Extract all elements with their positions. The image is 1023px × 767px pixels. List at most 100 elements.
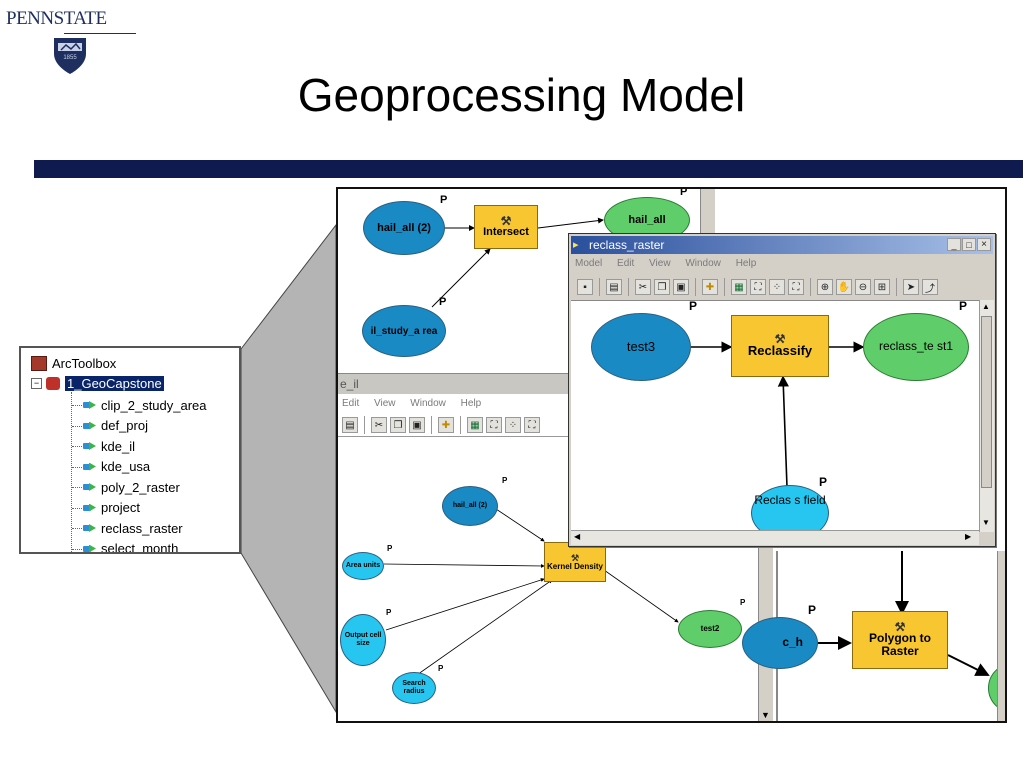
minimize-button[interactable]: _ [947,238,961,251]
node-reclass-test1[interactable]: reclass_te st1 [863,313,969,381]
reclass-titlebar[interactable]: ▸ reclass_raster _ □ × [571,236,993,254]
param-marker: P [386,608,392,617]
tool-label: clip_2_study_area [101,397,207,413]
tree-guide [72,446,82,447]
tool-icon [83,503,97,513]
node-reclassify[interactable]: ⚒ Reclassify [731,315,829,377]
menu-help[interactable]: Help [460,398,482,409]
tool-label: reclass_raster [101,520,183,536]
node-intersect[interactable]: ⚒ Intersect [474,205,538,249]
kde-toolbar-divider [338,436,772,437]
scroll-left-arrow[interactable]: ◀ [574,532,581,541]
paste-icon[interactable]: ▣ [409,417,425,433]
menu-window[interactable]: Window [685,258,721,269]
cut-icon[interactable]: ✂ [371,417,387,433]
cut-icon[interactable]: ✂ [635,279,651,295]
overview-icon[interactable]: ⊞ [874,279,890,295]
arrow-icon[interactable]: ➤ [903,279,919,295]
poly-window: c_h P ⚒ Polygon to Raster [742,551,1005,721]
param-marker: P [819,475,828,489]
tool-item[interactable]: reclass_raster [83,519,183,537]
tool-item[interactable]: select_month [83,540,179,554]
page-title: Geoprocessing Model [297,69,746,121]
menu-edit[interactable]: Edit [342,398,360,409]
poly-scrollbar-vertical[interactable] [997,551,1005,721]
tree-guide [72,487,82,488]
add-data-icon[interactable]: ✚ [438,417,454,433]
reclass-scrollbar-horizontal[interactable]: ◀ ▶ [571,530,979,545]
node-polygon-to-raster[interactable]: ⚒ Polygon to Raster [852,611,948,669]
tool-icon [83,441,97,451]
full-extent-icon[interactable]: ⛶ [486,417,502,433]
node-test3[interactable]: test3 [591,313,691,381]
expand-icon[interactable]: ⁘ [505,417,521,433]
full-extent-icon[interactable]: ⛶ [750,279,766,295]
reclass-toolbar: ▪ ▤ ✂ ❐ ▣ ✚ ▦ ⛶ ⁘ ⛶ ⊕ ✋ ⊖ ⊞ ➤ ⤴ [577,278,938,296]
grid-icon[interactable]: ▦ [731,279,747,295]
tree-guide [72,507,82,509]
node-kernel-density[interactable]: ⚒ Kernel Density [544,542,606,582]
print-icon[interactable]: ▤ [606,279,622,295]
tool-item[interactable]: kde_usa [83,458,150,476]
node-poly-input[interactable]: c_h [742,617,818,669]
node-search-radius[interactable]: Search radius [392,672,436,704]
reclass-scrollbar-vertical[interactable]: ▲ ▼ [979,300,994,532]
tool-item[interactable]: def_proj [83,417,148,435]
zoom-in-icon[interactable]: ⊕ [817,279,833,295]
maximize-button[interactable]: □ [962,238,976,251]
menu-edit[interactable]: Edit [617,258,635,269]
pan-icon[interactable]: ✋ [836,279,852,295]
zoom-out-icon[interactable]: ⊖ [855,279,871,295]
reclass-window: ▸ reclass_raster _ □ × Model Edit View W… [568,233,996,547]
tool-item[interactable]: kde_il [83,437,135,455]
menu-view[interactable]: View [649,258,671,269]
copy-icon[interactable]: ❐ [390,417,406,433]
scroll-down-arrow[interactable]: ▼ [761,710,770,720]
node-hail-all-2[interactable]: hail_all (2) [363,201,445,255]
menu-model[interactable]: Model [575,258,603,269]
tree-guide [72,528,82,529]
param-marker: P [440,194,448,206]
tree-toolset[interactable]: − 1_GeoCapstone [31,374,165,392]
paste-icon[interactable]: ▣ [673,279,689,295]
tool-item[interactable]: clip_2_study_area [83,396,207,414]
save-icon[interactable]: ▪ [577,279,593,295]
scroll-right-arrow[interactable]: ▶ [965,532,972,541]
tree-root[interactable]: ArcToolbox [31,354,116,372]
grid-icon[interactable]: ▦ [467,417,483,433]
logo-wordmark: PENNSTATE [6,8,107,29]
add-data-icon[interactable]: ✚ [702,279,718,295]
tool-icon [83,544,97,553]
close-button[interactable]: × [977,238,991,251]
scroll-up-arrow[interactable]: ▲ [982,302,990,311]
node-reclass-field[interactable]: Reclas s field [751,485,829,533]
node-kde-hail-all[interactable]: hail_all (2) [442,486,498,526]
menu-window[interactable]: Window [410,398,446,409]
tree-guide [72,466,82,468]
copy-icon[interactable]: ❐ [654,279,670,295]
node-il-study-area[interactable]: il_study_a rea [362,305,446,357]
menu-help[interactable]: Help [735,258,757,269]
scroll-down-arrow[interactable]: ▼ [982,518,990,527]
fit-icon[interactable]: ⛶ [524,417,540,433]
node-test2[interactable]: test2 [678,610,742,648]
reclass-menubar: Model Edit View Window Help [575,258,768,269]
poly-connectors [818,551,990,676]
node-output-cell-size[interactable]: Output cell size [340,614,386,666]
menu-view[interactable]: View [374,398,396,409]
fit-icon[interactable]: ⛶ [788,279,804,295]
connect-icon[interactable]: ⤴ [922,279,938,295]
node-area-units[interactable]: Area units [342,552,384,580]
expand-icon[interactable]: ⁘ [769,279,785,295]
tool-label: select_month [101,541,179,554]
param-marker: P [808,603,817,617]
scroll-thumb[interactable] [981,316,992,488]
print-icon[interactable]: ▤ [342,417,358,433]
tool-icon [83,523,97,533]
kde-window-title: e_il [340,377,359,391]
reclass-canvas[interactable]: test3 P ⚒ Reclassify reclass_te st1 P Re… [571,300,979,533]
tool-label: kde_usa [101,459,151,474]
collapse-icon[interactable]: − [31,377,42,389]
tool-item[interactable]: project [83,499,140,517]
tool-item[interactable]: poly_2_raster [83,478,180,496]
